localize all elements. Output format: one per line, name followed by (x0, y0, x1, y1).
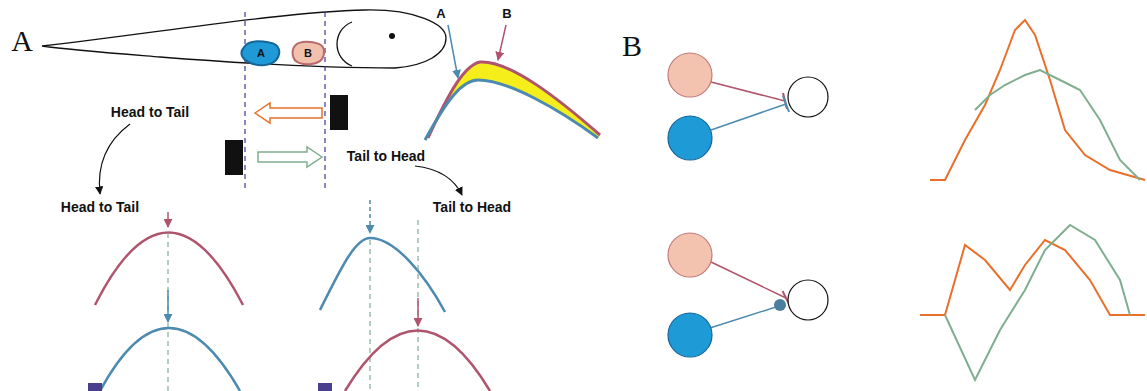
excitatory-synapse (710, 307, 776, 328)
cell-label: B (304, 47, 312, 59)
cell-blob-outline (293, 42, 325, 65)
arrow-b (417, 298, 419, 326)
target-neuron (788, 280, 828, 320)
neuron-a (668, 313, 712, 357)
trace-orange (930, 20, 1145, 180)
fish-eye (389, 33, 395, 39)
boundary-dashed (324, 12, 325, 190)
neuron-b (668, 53, 712, 97)
inhibitory-synapse (711, 262, 786, 298)
stimulus-mark (318, 383, 332, 391)
wave-a (425, 80, 598, 140)
stimulus-mark (88, 383, 102, 391)
neuron-a (668, 116, 712, 160)
direction-arrow (258, 147, 322, 167)
boundary-dashed (244, 12, 245, 190)
peak-line (369, 240, 370, 391)
trace-green (945, 225, 1130, 380)
arrow-a (167, 290, 169, 322)
arrow-a (369, 200, 371, 233)
fish-gill (337, 22, 352, 66)
wave-b (95, 233, 243, 306)
cell-group: A (240, 38, 282, 68)
stimulus-bar (225, 140, 243, 175)
direction-label: Head to Tail (61, 200, 139, 215)
fish-outline (42, 10, 446, 68)
direction-label: Tail to Head (347, 149, 425, 164)
panel-letter: B (622, 29, 642, 62)
peak-line (417, 220, 418, 391)
pointer-arrow (415, 166, 462, 195)
peak-line (167, 233, 168, 391)
wave-a (100, 328, 240, 391)
cell-blob-outline (241, 41, 279, 65)
phase-gap-fill (425, 62, 600, 140)
pointer-arrow (99, 124, 130, 194)
wave-a (320, 238, 445, 312)
target-neuron (788, 77, 828, 117)
panel-letter: A (11, 24, 33, 57)
wave-b (428, 62, 600, 138)
stimulus-bar (330, 95, 348, 130)
arrow-b (498, 25, 506, 60)
direction-label: Tail to Head (433, 200, 511, 215)
arrow-a (448, 25, 458, 78)
inhibitory-synapse (711, 104, 786, 130)
cell-label: A (257, 47, 265, 59)
arrow-b (167, 212, 169, 227)
trace-orange (920, 240, 1145, 315)
direction-arrow (255, 103, 322, 123)
wave-b (345, 331, 490, 391)
arrow-label: B (502, 7, 511, 21)
trace-green (975, 70, 1140, 180)
synapse-dot (774, 299, 786, 311)
arrow-label: A (436, 7, 445, 21)
inhibitory-synapse (711, 82, 785, 101)
neuron-b (668, 233, 712, 277)
cell-group: B (290, 40, 326, 66)
direction-label: Head to Tail (111, 105, 189, 120)
